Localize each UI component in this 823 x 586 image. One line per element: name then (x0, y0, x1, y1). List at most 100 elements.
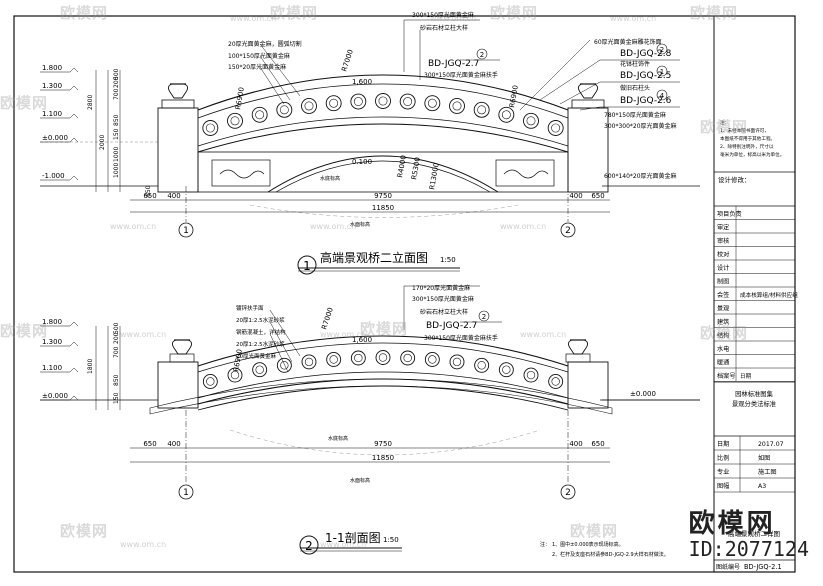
watermark-url: www.om.cn (110, 222, 157, 231)
callout: 镀锌扶手面 (236, 304, 264, 312)
detail-ref: BD-JGQ-2.8 (620, 49, 672, 59)
dimension: 400 (167, 440, 180, 448)
baluster-ring (498, 106, 515, 123)
baluster-ring (227, 367, 243, 383)
dimension: 1000 (113, 163, 120, 178)
radius-label: R4000 (396, 155, 408, 179)
baluster-ring (477, 105, 487, 115)
sect-title-number: 2 (305, 539, 313, 553)
baluster-ring (449, 354, 465, 370)
baluster-ring (378, 353, 388, 362)
title-block-value: 日期 (740, 373, 752, 380)
title-block-note: 毫米为单位，标高以米为单位。 (720, 151, 784, 158)
radius-label: R6900 (508, 85, 520, 109)
dimension: 200 (113, 76, 120, 88)
title-block-field: 专业 (717, 468, 729, 476)
title-block-field: 水电 (717, 345, 729, 353)
dimension: 2800 (87, 95, 94, 110)
callout: 20厚1:2.5水泥砂浆 (236, 340, 285, 348)
dimension: 650 (143, 192, 156, 200)
sect-axis-1: 1 (183, 488, 189, 498)
baluster-ring (476, 48, 488, 60)
watermark-text: 欧模网 (60, 4, 109, 22)
watermark-text: 欧模网 (700, 118, 749, 136)
watermark-brand: 欧模网 ID:2077124 (689, 510, 809, 560)
radius-label: R6900 (234, 87, 246, 111)
title-block-note: 注： (720, 119, 729, 126)
sect-scale: 1:50 (383, 536, 399, 544)
title-block-field: 校对 (717, 251, 729, 259)
svg-text:2、栏杆及支座石材请参BD-JGQ-2.9大样石材做法。: 2、栏杆及支座石材请参BD-JGQ-2.9大样石材做法。 (552, 551, 669, 558)
dimension: 1,600 (352, 336, 372, 344)
title-block-field: 档案号 (717, 372, 736, 380)
dimension: 650 (145, 185, 152, 197)
baluster-ring (477, 361, 486, 370)
detail-ref: BD-JGQ-2.5 (620, 71, 671, 81)
baluster-ring (427, 98, 437, 108)
section-drawing: 1.8001.3001.100±0.0005002007001800850150… (40, 284, 700, 555)
elev-axis-1: 1 (183, 226, 189, 236)
dimension: 1,600 (352, 78, 372, 86)
baluster-ring (202, 120, 219, 136)
right-pier (567, 107, 609, 193)
baluster-ring (523, 112, 539, 129)
title-block-note: 1、未经本院书面许可， (720, 127, 769, 134)
section-left-urn (171, 339, 193, 355)
title-block-value: 施工图 (758, 468, 777, 476)
watermark-text: 欧模网 (360, 320, 409, 338)
title-block-value: 如图 (758, 454, 770, 462)
baluster-ring (205, 123, 215, 133)
baluster-ring (502, 365, 511, 374)
section-right-pier (567, 361, 609, 409)
title-block-field: 景观 (717, 306, 729, 313)
level-mark: 1.300 (42, 82, 62, 90)
watermark-brand-name: 欧模网 (688, 509, 776, 539)
dimension: 850 (113, 374, 120, 386)
baluster-ring (501, 110, 511, 120)
revision-label: 设计修改： (718, 175, 751, 184)
callout: 300*150厚光面黄金麻 (412, 295, 474, 303)
title-block-field: 建筑 (717, 318, 730, 326)
section-right-urn (567, 339, 589, 355)
section-left-pier (157, 361, 199, 409)
svg-text:注：: 注： (540, 541, 550, 548)
title-block-value: 成本核算组/材料供应组 (740, 291, 798, 299)
title-block-field: 项目负责 (717, 210, 742, 218)
baluster-ring (474, 357, 490, 373)
baluster-ring (547, 120, 564, 136)
baluster-ring (424, 95, 441, 112)
baluster-ring (329, 355, 338, 364)
level-mark: -1.000 (42, 172, 65, 180)
baluster-ring (276, 101, 293, 118)
callout: 170*20厚光面黄金麻 (412, 284, 470, 292)
callout: 砂岩石材立柱大样 (420, 24, 468, 32)
water-label: 水面标高 (350, 477, 370, 484)
dimension: 150 (113, 128, 120, 140)
callout: 砂岩石材立柱大样 (420, 308, 468, 316)
baluster-ring (551, 123, 561, 133)
level-mark: 1.800 (42, 64, 62, 72)
title-block-field: 图幅 (717, 482, 729, 490)
baluster-ring (478, 310, 490, 322)
dimension: 400 (167, 192, 180, 200)
detail-ref: BD-JGQ-2.6 (620, 96, 672, 106)
dimension: 400 (569, 192, 582, 200)
baluster-ring (202, 374, 218, 389)
watermark-url: www.om.cn (320, 540, 367, 549)
drawing-no-label: 图纸编号 (716, 563, 740, 571)
callout: 150*20厚光面黄金麻 (228, 63, 286, 71)
baluster-ring (551, 377, 560, 386)
baluster-ring (403, 97, 413, 106)
radius-label: R5300 (410, 157, 422, 181)
baluster-ring (473, 101, 490, 118)
project-name: 景观分类法标准 (732, 399, 776, 408)
title-block-field: 日期 (717, 440, 729, 448)
baluster-ring (399, 93, 416, 110)
title-block-field: 会签 (717, 291, 729, 299)
baluster-ring (523, 367, 539, 383)
title-block-note: 2、除特别注明外，尺寸以 (720, 143, 774, 150)
callout: 300*150厚光面黄金麻扶手 (424, 71, 498, 79)
dimension: 400 (569, 440, 582, 448)
